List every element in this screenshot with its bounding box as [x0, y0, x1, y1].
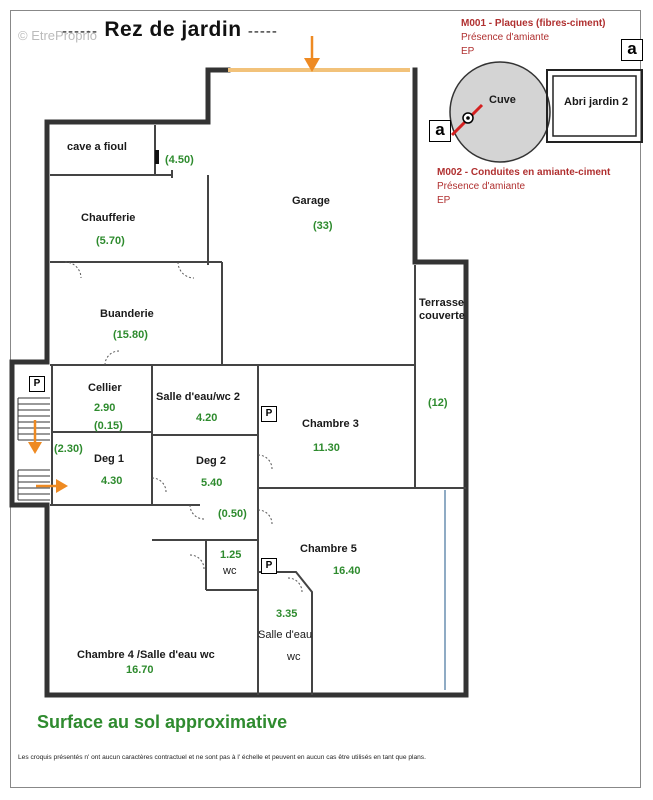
cuve-tank	[449, 61, 551, 163]
door-deg1	[151, 477, 167, 493]
room-deg2: Deg 2	[196, 455, 226, 467]
marker-a-tank: a	[429, 120, 451, 142]
area-salle-eau-wc2: 4.20	[196, 412, 218, 424]
m002-code: M002 - Conduites en amiante-ciment	[437, 167, 611, 178]
room-cave-fioul: cave a fioul	[67, 141, 127, 153]
title-text: Rez de jardin	[104, 18, 242, 41]
cuve-label: Cuve	[489, 94, 516, 106]
door-chambre4	[189, 504, 205, 520]
wall-sde-outline	[258, 571, 313, 695]
disclaimer: Les croquis présentés n' ont aucun carac…	[18, 754, 426, 761]
cave-fioul-marker	[155, 150, 159, 164]
stair-arrow-right-icon	[56, 479, 68, 493]
area-salle-eau: 3.35	[276, 608, 298, 620]
room-cellier: Cellier	[88, 382, 122, 394]
door-wc	[189, 554, 205, 570]
room-terrasse-l2: couverte	[419, 310, 465, 322]
room-chambre4: Chambre 4 /Salle d'eau wc	[77, 649, 215, 661]
room-buanderie: Buanderie	[100, 308, 154, 320]
area-chambre5: 16.40	[333, 565, 361, 577]
area-stairs: (2.30)	[54, 443, 83, 455]
door-buanderie	[177, 261, 195, 279]
stair-arrow-down-icon	[28, 442, 42, 454]
room-wc: wc	[223, 565, 237, 577]
room-terrasse-l1: Terrasse	[419, 297, 465, 309]
placard-chambre5: P	[261, 558, 277, 574]
area-cellier: 2.90	[94, 402, 116, 414]
room-salle-eau-wc2: Salle d'eau/wc 2	[156, 391, 240, 403]
staircase	[17, 397, 50, 501]
title-dashes-left: ------	[62, 23, 98, 40]
m002-ep: EP	[437, 195, 451, 206]
area-buanderie: (15.80)	[113, 329, 148, 341]
room-chambre3: Chambre 3	[302, 418, 359, 430]
room-chaufferie: Chaufferie	[81, 212, 136, 224]
area-chambre3: 11.30	[313, 442, 340, 454]
cuve-valve-dot	[466, 116, 470, 120]
marker-a-shed: a	[621, 39, 643, 61]
area-chambre4: 16.70	[126, 664, 154, 676]
room-garage: Garage	[292, 195, 330, 207]
area-cellier-2: (0.15)	[94, 420, 123, 432]
area-chaufferie: (5.70)	[96, 235, 125, 247]
watermark: © EtreProprio	[18, 28, 97, 43]
door-sde	[287, 577, 303, 593]
door-chambre3	[257, 454, 273, 470]
m001-status: Présence d'amiante	[461, 32, 550, 43]
outer-wall-left	[9, 67, 261, 698]
outer-wall-right	[255, 67, 469, 698]
abri-outer	[546, 69, 643, 143]
m001-ep: EP	[461, 46, 475, 57]
abri-inner	[552, 75, 637, 137]
placard-stair: P	[29, 376, 45, 392]
m002-status: Présence d'amiante	[437, 181, 526, 192]
area-deg1: 4.30	[101, 475, 123, 487]
door-cellier	[104, 350, 120, 366]
entry-arrow-icon	[304, 58, 320, 72]
room-salle-eau-wc: wc	[287, 651, 301, 663]
area-deg2: 5.40	[201, 477, 223, 489]
area-deg2-extra: (0.50)	[218, 508, 247, 520]
page-title: ------ Rez de jardin -----	[62, 18, 278, 42]
area-garage: (33)	[313, 220, 333, 232]
surface-note: Surface au sol approximative	[37, 712, 288, 732]
room-salle-eau: Salle d'eau	[258, 629, 313, 641]
door-chambre5	[257, 509, 273, 525]
title-dashes-right: -----	[247, 23, 278, 40]
m001-code: M001 - Plaques (fibres-ciment)	[461, 18, 606, 29]
area-terrasse: (12)	[428, 397, 448, 409]
door-chaufferie	[64, 261, 82, 279]
area-wc: 1.25	[220, 549, 242, 561]
room-deg1: Deg 1	[94, 453, 124, 465]
area-cave-fioul: (4.50)	[165, 154, 194, 166]
abri-label: Abri jardin 2	[564, 96, 629, 108]
placard-sde2: P	[261, 406, 277, 422]
room-chambre5: Chambre 5	[300, 543, 357, 555]
